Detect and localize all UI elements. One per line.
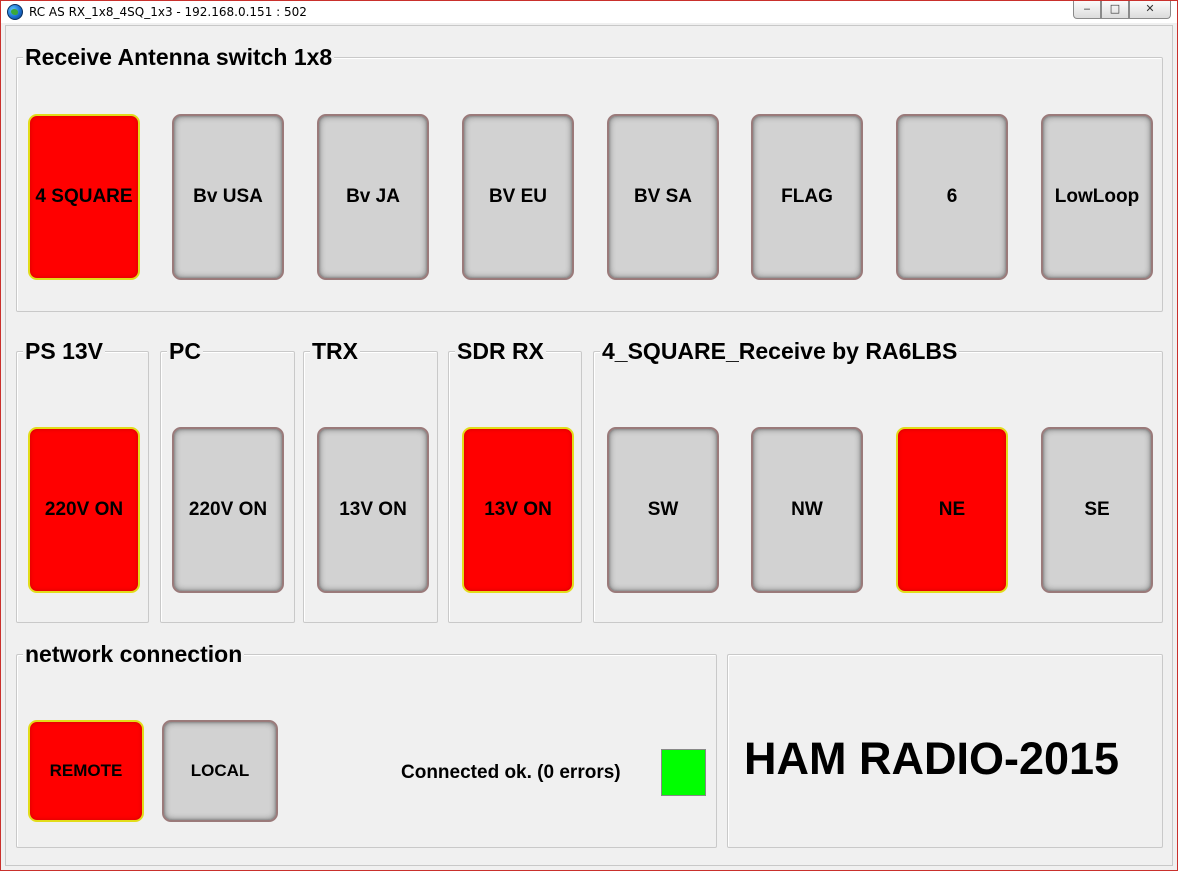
network-connection-title: network connection xyxy=(23,641,245,667)
direction-button-se[interactable]: SE xyxy=(1041,427,1153,593)
direction-button-ne[interactable]: NE xyxy=(896,427,1008,593)
window-title: RC AS RX_1x8_4SQ_1x3 - 192.168.0.151 : 5… xyxy=(29,5,307,19)
connection-status-text: Connected ok. (0 errors) xyxy=(401,762,621,783)
trx-title: TRX xyxy=(310,338,360,364)
ham-radio-banner: HAM RADIO-2015 xyxy=(744,733,1120,784)
network-connection-group: network connection REMOTE LOCAL Connecte… xyxy=(16,641,717,848)
sdr-rx-title: SDR RX xyxy=(455,338,546,364)
four-square-title: 4_SQUARE_Receive by RA6LBS xyxy=(600,338,960,364)
ps-13v-title: PS 13V xyxy=(23,338,105,364)
trx-group: TRX 13V ON xyxy=(303,338,438,623)
antenna-button-bv-eu[interactable]: BV EU xyxy=(462,114,574,280)
sdr-13v-on-button[interactable]: 13V ON xyxy=(462,427,574,593)
sdr-rx-group: SDR RX 13V ON xyxy=(448,338,582,623)
minimize-button[interactable]: ‒ xyxy=(1073,1,1101,19)
pc-title: PC xyxy=(167,338,203,364)
pc-group: PC 220V ON xyxy=(160,338,295,623)
antenna-button-bv-sa[interactable]: BV SA xyxy=(607,114,719,280)
title-bar[interactable]: RC AS RX_1x8_4SQ_1x3 - 192.168.0.151 : 5… xyxy=(1,1,1177,23)
antenna-button-lowloop[interactable]: LowLoop xyxy=(1041,114,1153,280)
local-button[interactable]: LOCAL xyxy=(162,720,278,822)
antenna-button-flag[interactable]: FLAG xyxy=(751,114,863,280)
window-controls: ‒ □ ✕ xyxy=(1073,1,1171,19)
ps-13v-group: PS 13V 220V ON xyxy=(16,338,149,623)
antenna-button-bv-usa[interactable]: Bv USA xyxy=(172,114,284,280)
ps-220v-on-button[interactable]: 220V ON xyxy=(28,427,140,593)
antenna-button-6[interactable]: 6 xyxy=(896,114,1008,280)
pc-220v-on-button[interactable]: 220V ON xyxy=(172,427,284,593)
antenna-switch-title: Receive Antenna switch 1x8 xyxy=(23,44,335,70)
direction-button-sw[interactable]: SW xyxy=(607,427,719,593)
direction-button-nw[interactable]: NW xyxy=(751,427,863,593)
connection-status-indicator xyxy=(661,749,706,796)
four-square-group: 4_SQUARE_Receive by RA6LBS SW NW NE SE xyxy=(593,338,1163,623)
remote-button[interactable]: REMOTE xyxy=(28,720,144,822)
trx-13v-on-button[interactable]: 13V ON xyxy=(317,427,429,593)
client-area: Receive Antenna switch 1x8 4 SQUARE Bv U… xyxy=(5,25,1173,866)
antenna-button-4-square[interactable]: 4 SQUARE xyxy=(28,114,140,280)
antenna-button-bv-ja[interactable]: Bv JA xyxy=(317,114,429,280)
banner-panel: HAM RADIO-2015 xyxy=(727,654,1163,848)
close-button[interactable]: ✕ xyxy=(1129,1,1171,19)
maximize-button[interactable]: □ xyxy=(1101,1,1129,19)
globe-icon xyxy=(7,4,23,20)
antenna-switch-group: Receive Antenna switch 1x8 4 SQUARE Bv U… xyxy=(16,44,1163,312)
